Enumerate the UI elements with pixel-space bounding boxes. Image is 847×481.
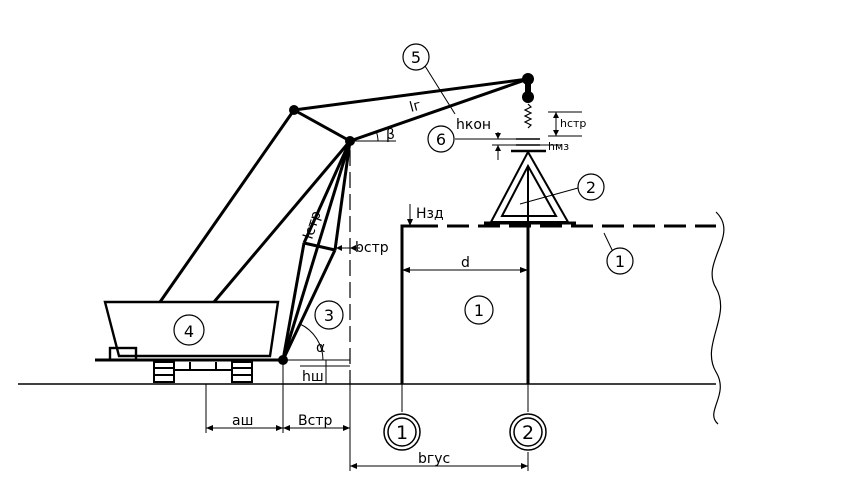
- roof-truss: [484, 149, 576, 226]
- alpha-arc: [299, 323, 324, 361]
- dim-bottom-arrows: [206, 425, 528, 469]
- b-str-arrow: [336, 245, 342, 251]
- break-line: [710, 211, 725, 425]
- marker-6: 6: [436, 130, 446, 149]
- crane-boom: [158, 77, 529, 361]
- dim-h-sh: [282, 360, 350, 384]
- marker-1-building: 1: [474, 301, 484, 320]
- marker-3: 3: [324, 306, 334, 325]
- marker-4: 4: [184, 322, 194, 341]
- dim-bottom: [205, 384, 529, 471]
- lr-label: lг: [408, 97, 423, 115]
- beta-label: β: [386, 127, 395, 143]
- crane-tracks: [153, 361, 253, 383]
- dim-arrows-hook: [495, 112, 559, 151]
- a-sh-label: aш: [232, 413, 253, 429]
- h-str-label-top: hстр: [560, 117, 586, 130]
- B-str-label: Bстр: [298, 413, 332, 429]
- building: [400, 224, 530, 384]
- alpha-label: α: [316, 340, 325, 356]
- marker-circles: [173, 43, 634, 346]
- b-str-label: bстр: [355, 240, 389, 256]
- b-str-arrow-right: [350, 245, 356, 251]
- H-zd-label: Hзд: [416, 206, 444, 222]
- hook-spring: [523, 103, 533, 129]
- H-zd-arrow: [407, 219, 413, 226]
- marker-1-roof: 1: [615, 252, 625, 271]
- d-arrow-right: [520, 267, 528, 273]
- axis-1-label: 1: [396, 422, 408, 444]
- d-label: d: [461, 255, 470, 271]
- d-arrow-left: [402, 267, 410, 273]
- boom-pulley: [522, 73, 534, 103]
- marker-2: 2: [586, 178, 596, 197]
- axis-circles: [383, 413, 547, 451]
- marker-5: 5: [411, 48, 421, 67]
- h-con-label: hкон: [456, 117, 491, 133]
- h-mz-label: hмз: [548, 140, 569, 153]
- crane-body: [95, 300, 282, 362]
- axis-2-label: 2: [522, 422, 534, 444]
- beta-arc: [375, 130, 379, 142]
- marker-leaders: [424, 65, 615, 255]
- h-sh-label: hш: [302, 369, 324, 385]
- b-gus-label: bгус: [418, 451, 450, 467]
